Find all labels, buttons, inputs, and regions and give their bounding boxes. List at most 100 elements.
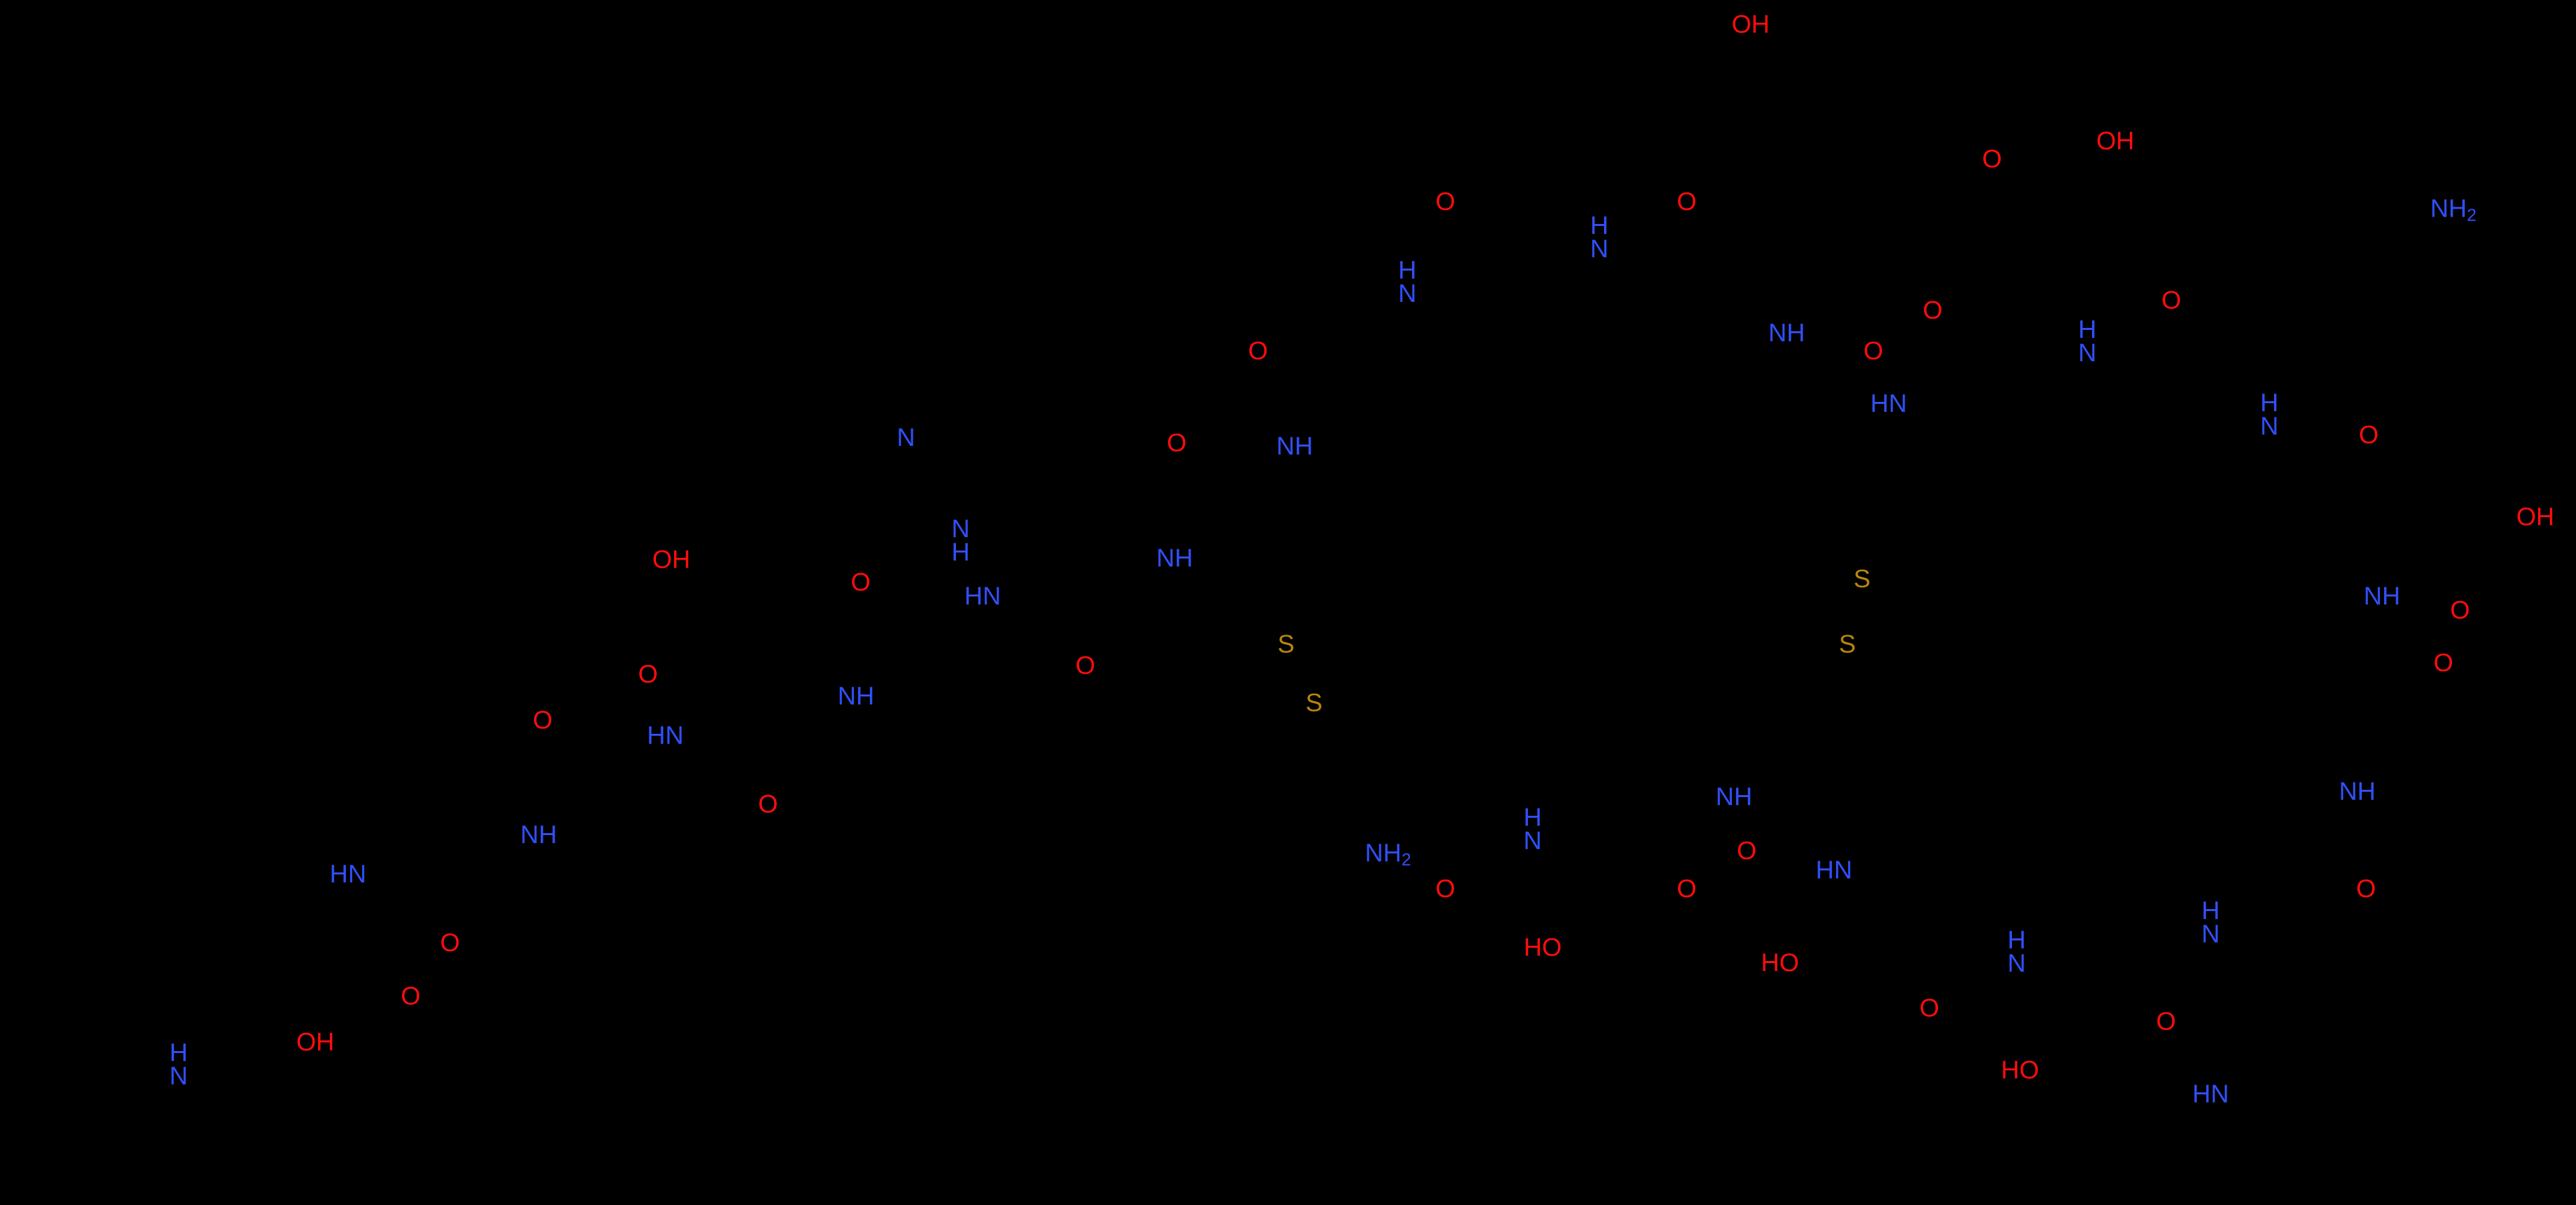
nitrogen-atom-label: NH2 bbox=[1365, 841, 1411, 868]
atom-symbol: O bbox=[758, 790, 778, 818]
nitrogen-atom-label: NH bbox=[1769, 321, 1805, 346]
oxygen-atom-label: O bbox=[533, 708, 553, 733]
subscript-2: 2 bbox=[2467, 205, 2477, 225]
oxygen-atom-label: O bbox=[1737, 838, 1757, 864]
atom-symbol: O bbox=[1919, 994, 1939, 1022]
nitrogen-atom-label: NH bbox=[1277, 434, 1313, 459]
atom-symbol-part: H bbox=[1398, 257, 1417, 285]
oxygen-atom-label: O bbox=[440, 930, 460, 956]
oxygen-atom-label: O bbox=[2156, 1009, 2176, 1034]
oxygen-atom-label: O bbox=[1248, 339, 1268, 364]
atom-symbol: OH bbox=[2516, 503, 2555, 531]
atom-symbol-part: H bbox=[169, 1039, 188, 1068]
oxygen-atom-label: OH bbox=[2097, 129, 2135, 154]
oxygen-atom-label: OH bbox=[653, 547, 691, 573]
atom-symbol-part: H bbox=[951, 539, 970, 567]
atom-symbol: O bbox=[1863, 337, 1883, 365]
atom-symbol: OH bbox=[2096, 127, 2135, 155]
oxygen-atom-label: O bbox=[1435, 189, 1455, 215]
atom-symbol: NH bbox=[1768, 319, 1805, 347]
atom-symbol: O bbox=[1677, 188, 1697, 216]
atom-symbol: HO bbox=[1523, 934, 1562, 962]
atom-symbol: NH bbox=[1715, 783, 1753, 811]
oxygen-atom-label: O bbox=[1075, 653, 1095, 678]
nitrogen-atom-label: HN bbox=[2193, 1082, 2229, 1107]
atom-symbol: HN bbox=[1870, 390, 1907, 418]
oxygen-atom-label: O bbox=[1863, 339, 1883, 364]
atom-symbol: HN bbox=[2192, 1080, 2229, 1108]
atom-symbol: NH bbox=[837, 682, 875, 710]
atom-symbol: NH bbox=[520, 821, 557, 849]
sulfur-atom-label: S bbox=[1853, 567, 1870, 592]
atom-symbol: O bbox=[2450, 597, 2470, 624]
oxygen-atom-label: O bbox=[1923, 298, 1943, 323]
oxygen-atom-label: O bbox=[2359, 423, 2379, 448]
oxygen-atom-label: OH bbox=[1732, 12, 1770, 37]
oxygen-atom-label: O bbox=[2356, 876, 2376, 902]
atom-symbol: NH bbox=[2339, 778, 2376, 806]
oxygen-atom-label: O bbox=[1677, 189, 1697, 215]
atom-symbol: S bbox=[1853, 565, 1871, 593]
nitrogen-atom-label: NH2 bbox=[2430, 197, 2476, 224]
atom-symbol: O bbox=[2161, 287, 2181, 315]
atom-symbol: OH bbox=[652, 546, 691, 574]
nitrogen-atom-label: NH bbox=[2339, 779, 2376, 804]
atom-symbol-part: H bbox=[2260, 389, 2279, 418]
oxygen-atom-label: O bbox=[638, 662, 658, 687]
atom-symbol: O bbox=[2433, 649, 2453, 677]
atom-symbol-part: H bbox=[1523, 804, 1542, 832]
atom-symbol: NH bbox=[1276, 433, 1313, 461]
atom-symbol: O bbox=[2156, 1008, 2176, 1036]
oxygen-atom-label: O bbox=[2161, 288, 2181, 313]
oxygen-atom-label: O bbox=[1919, 996, 1939, 1021]
atom-symbol: N bbox=[897, 424, 915, 452]
sulfur-atom-label: S bbox=[1305, 690, 1322, 716]
atom-symbol: S bbox=[1277, 630, 1295, 658]
atom-symbol: O bbox=[1435, 188, 1455, 216]
atom-symbol-part: H bbox=[2007, 926, 2026, 955]
nitrogen-atom-label: HN bbox=[647, 723, 684, 748]
atom-symbol: O bbox=[533, 706, 553, 734]
oxygen-atom-label: O bbox=[1677, 876, 1697, 902]
atom-symbol: HN bbox=[964, 583, 1001, 610]
nitrogen-atom-label: HN bbox=[1816, 858, 1853, 883]
atom-symbol-part: H bbox=[2201, 897, 2220, 926]
oxygen-atom-label: O bbox=[2450, 598, 2470, 623]
oxygen-atom-label: O bbox=[1167, 431, 1187, 456]
atom-symbol: NH bbox=[2430, 195, 2467, 223]
atom-symbol: O bbox=[1435, 875, 1455, 903]
atom-symbol: HO bbox=[1761, 949, 1799, 977]
atom-symbol-part: N bbox=[2078, 339, 2097, 367]
oxygen-atom-label: HO bbox=[2001, 1058, 2039, 1083]
nitrogen-atom-label: NH bbox=[838, 684, 875, 709]
oxygen-atom-label: O bbox=[1435, 876, 1455, 902]
atom-symbol-part: N bbox=[2260, 413, 2279, 441]
sulfur-atom-label: S bbox=[1277, 632, 1294, 657]
oxygen-atom-label: HO bbox=[1761, 950, 1799, 976]
atom-symbol: O bbox=[1982, 145, 2002, 173]
atom-symbol-part: N bbox=[951, 515, 970, 544]
subscript-2: 2 bbox=[1401, 849, 1411, 870]
atom-symbol-part: H bbox=[2078, 316, 2097, 345]
nitrogen-atom-label: HN bbox=[330, 862, 367, 887]
atom-symbol-part: N bbox=[2201, 920, 2220, 948]
atom-symbol: O bbox=[1923, 297, 1943, 325]
oxygen-atom-label: O bbox=[401, 984, 421, 1009]
atom-symbol: O bbox=[1737, 837, 1757, 865]
atom-symbol: O bbox=[2356, 875, 2376, 903]
atom-symbol: NH bbox=[1365, 839, 1402, 868]
oxygen-atom-label: O bbox=[758, 792, 778, 817]
atom-symbol: O bbox=[851, 569, 871, 597]
atom-symbol: NH bbox=[2363, 583, 2401, 610]
atom-symbol: OH bbox=[296, 1028, 335, 1056]
atom-symbol: HO bbox=[2001, 1056, 2039, 1084]
nitrogen-atom-label: HN bbox=[965, 584, 1001, 609]
